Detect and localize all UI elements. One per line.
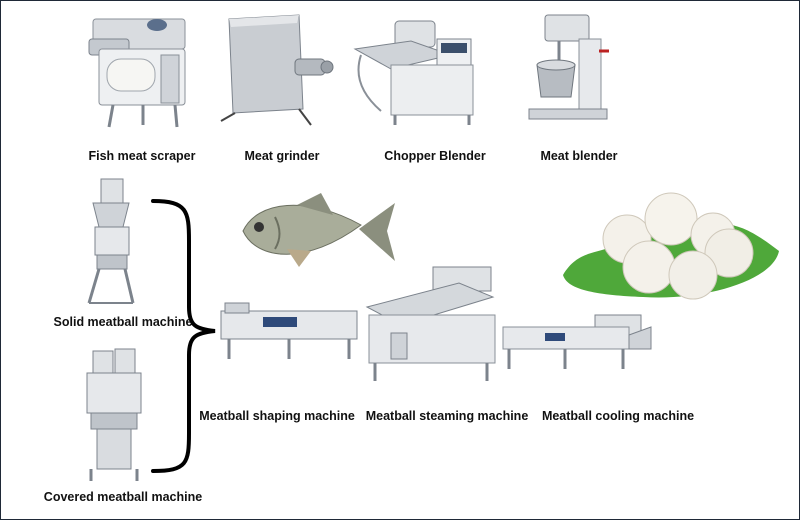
solid-meatball-machine-label: Solid meatball machine xyxy=(53,315,193,329)
covered-meatball-machine-label: Covered meatball machine xyxy=(43,490,203,504)
meatballs-image xyxy=(553,191,785,303)
meatball-shaping-machine-image xyxy=(219,301,361,363)
meat-blender-label: Meat blender xyxy=(540,149,618,163)
fish-meat-scraper-label: Fish meat scraper xyxy=(88,149,196,163)
meatball-steaming-machine-label: Meatball steaming machine xyxy=(365,409,529,423)
chopper-blender-image xyxy=(351,15,481,127)
solid-meatball-machine-image xyxy=(81,175,141,309)
fish-meat-scraper-image xyxy=(85,9,195,129)
meat-grinder-image xyxy=(211,13,336,131)
grouping-brace xyxy=(149,197,221,477)
meatball-cooling-machine-image xyxy=(501,313,653,377)
meatball-shaping-machine-label: Meatball shaping machine xyxy=(199,409,355,423)
covered-meatball-machine-image xyxy=(79,343,149,483)
meat-blender-image xyxy=(519,11,619,129)
meatball-steaming-machine-image xyxy=(363,263,499,385)
fish-image xyxy=(237,191,399,271)
meatball-cooling-machine-label: Meatball cooling machine xyxy=(541,409,695,423)
meat-grinder-label: Meat grinder xyxy=(244,149,320,163)
chopper-blender-label: Chopper Blender xyxy=(384,149,486,163)
